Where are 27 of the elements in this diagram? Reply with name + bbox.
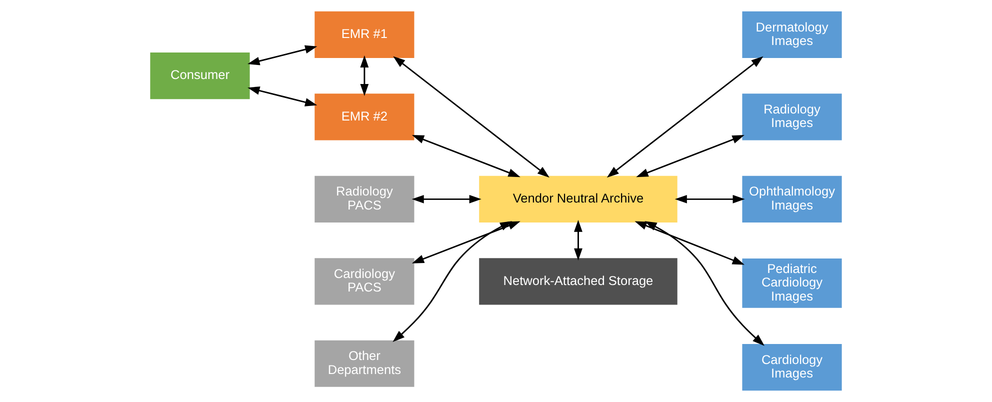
arrow [248, 45, 318, 66]
arrow [574, 220, 582, 260]
arrow [634, 221, 744, 265]
arrow [360, 55, 369, 96]
node-box: Radiology PACS [314, 176, 414, 222]
node-box: EMR #2 [314, 94, 414, 140]
arrow [412, 194, 482, 204]
node-box: Pediatric Cardiology Images [742, 258, 842, 308]
arrow [636, 135, 744, 178]
arrow [412, 135, 520, 178]
arrow [392, 221, 512, 342]
node-box: Radiology Images [742, 94, 842, 140]
node-box: Consumer [150, 52, 250, 100]
arrow [606, 56, 764, 178]
arrow [644, 221, 764, 346]
node-box: Cardiology PACS [314, 258, 414, 305]
arrow [412, 221, 520, 264]
node-box: Network-Attached Storage [479, 258, 678, 305]
node-box: Dermatology Images [742, 11, 842, 58]
node-box: Other Departments [314, 340, 414, 387]
arrow [248, 86, 318, 106]
node-box: Ophthalmology Images [742, 176, 842, 222]
node-box: Cardiology Images [742, 344, 842, 391]
arrow [393, 56, 550, 178]
node-box: EMR #1 [314, 11, 414, 58]
node-box: Vendor Neutral Archive [479, 176, 678, 222]
arrow [674, 194, 745, 204]
